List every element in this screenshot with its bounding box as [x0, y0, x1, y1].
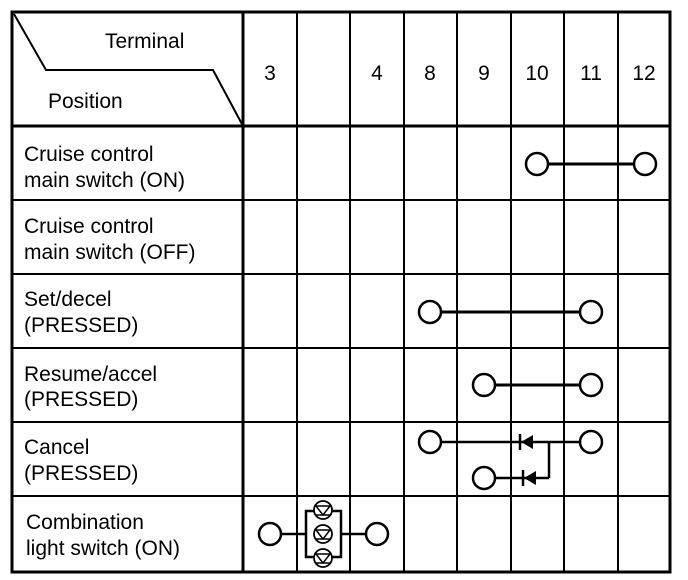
position-label-line1: Set/decel [24, 288, 112, 311]
terminal-header-11: 11 [580, 62, 602, 85]
position-label-line2: (PRESSED) [24, 314, 138, 337]
connection-combination-3-4 [257, 500, 390, 568]
terminal-node [471, 465, 497, 491]
position-label-line2: main switch (OFF) [24, 241, 196, 264]
header-diagonal [13, 13, 244, 127]
position-label-line1: Resume/accel [24, 363, 157, 386]
position-labels: Cruise control main switch (ON) Cruise c… [24, 143, 196, 560]
position-label-line1: Cancel [24, 436, 89, 459]
terminal-node [632, 151, 658, 177]
column-lines [241, 12, 619, 572]
terminal-node [578, 372, 604, 398]
terminal-node [578, 429, 604, 455]
led-icon [313, 500, 333, 520]
row-lines [12, 124, 670, 497]
terminal-header-3: 3 [264, 62, 276, 85]
terminal-header-8: 8 [424, 62, 436, 85]
led-icon [313, 524, 333, 544]
led-icon [313, 548, 333, 568]
terminal-node [364, 521, 390, 547]
diode-icon [521, 470, 536, 486]
diode-icon [518, 434, 533, 450]
terminal-header-12: 12 [632, 62, 655, 85]
connection-main-on-10-12 [524, 151, 658, 177]
position-label-line2: main switch (ON) [24, 169, 185, 192]
terminal-headers: 3 4 8 9 10 11 12 [264, 62, 656, 85]
terminal-label: Terminal [105, 30, 184, 53]
position-label-line2: (PRESSED) [24, 388, 138, 411]
terminal-header-4: 4 [371, 62, 383, 85]
position-label: Position [48, 90, 123, 113]
terminal-node [417, 299, 443, 325]
position-label-line1: Cruise control [24, 143, 154, 166]
connection-resume-9-11 [471, 372, 604, 398]
position-label-line2: (PRESSED) [24, 462, 138, 485]
terminal-header-9: 9 [478, 62, 490, 85]
position-label-line1: Cruise control [24, 215, 154, 238]
terminal-node [578, 299, 604, 325]
terminal-node [524, 151, 550, 177]
position-label-line2: light switch (ON) [26, 537, 180, 560]
terminal-node [471, 372, 497, 398]
connection-cancel-diodes [417, 429, 604, 491]
connection-set-8-11 [417, 299, 604, 325]
table-frame [10, 10, 672, 574]
terminal-node [257, 521, 283, 547]
terminal-header-10: 10 [525, 62, 548, 85]
position-label-line1: Combination [26, 511, 144, 534]
terminal-node [417, 429, 443, 455]
